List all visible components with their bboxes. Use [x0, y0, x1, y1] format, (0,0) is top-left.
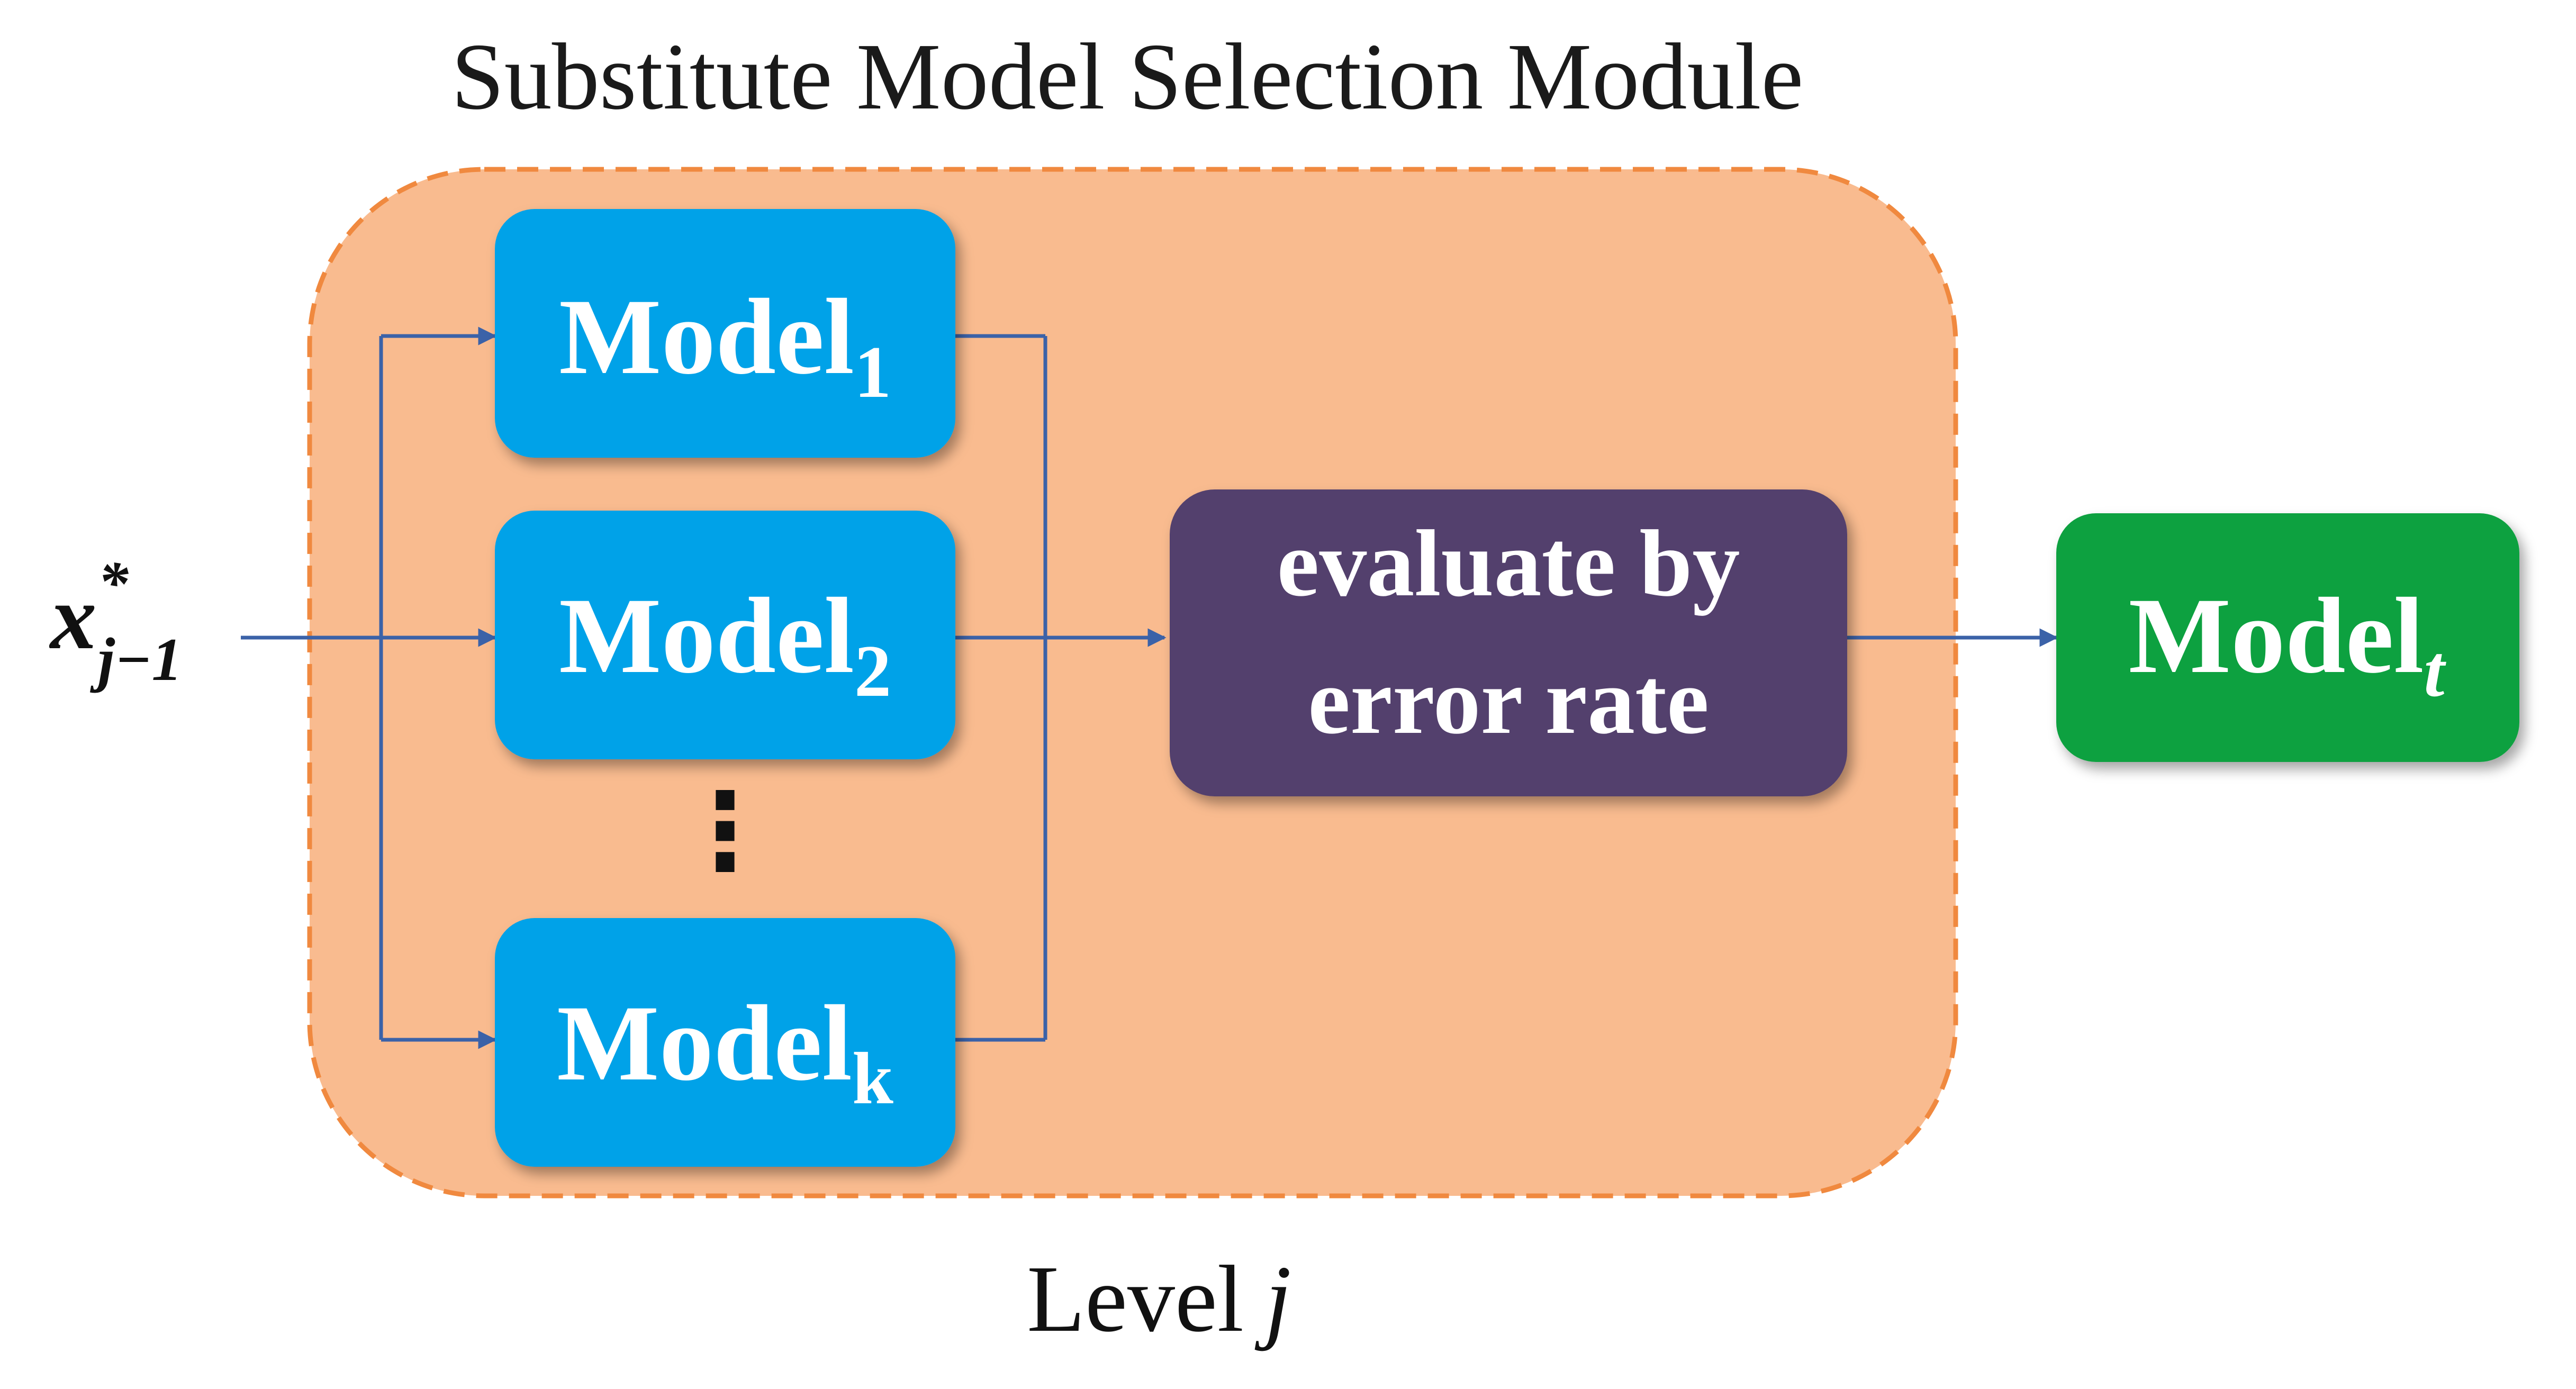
- evaluator-box: evaluate by error rate: [1170, 489, 1847, 796]
- connectors: [241, 326, 2058, 1049]
- output-model-box: Modelt: [2056, 513, 2519, 762]
- model-k-subscript: k: [852, 1038, 893, 1120]
- input-variable-subscript: j−1: [89, 626, 182, 693]
- svg-text:Modelk: Modelk: [557, 983, 893, 1120]
- module-title: Substitute Model Selection Module: [451, 24, 1804, 129]
- model-box-k: Modelk: [495, 918, 955, 1167]
- evaluator-line-1: evaluate by: [1277, 511, 1740, 616]
- model-2-subscript: 2: [854, 630, 891, 712]
- evaluator-line-2: error rate: [1308, 648, 1709, 753]
- model-2-label: Model: [559, 576, 854, 696]
- level-label-variable: j: [1254, 1246, 1291, 1351]
- output-model-subscript: t: [2424, 630, 2447, 712]
- model-k-label: Model: [557, 983, 852, 1103]
- model-box-1: Model1: [495, 209, 955, 458]
- svg-text:Model2: Model2: [559, 576, 891, 712]
- output-model-label: Model: [2129, 576, 2424, 696]
- svg-text:Modelt: Modelt: [2129, 576, 2447, 712]
- input-variable-superscript: *: [98, 549, 129, 616]
- model-box-2: Model2: [495, 511, 955, 759]
- level-label-prefix: Level: [1027, 1246, 1244, 1351]
- vertical-ellipsis: ⋮: [672, 770, 778, 893]
- model-1-label: Model: [559, 277, 854, 397]
- input-variable-base: x: [49, 566, 97, 668]
- model-1-subscript: 1: [854, 331, 891, 413]
- input-variable: x * j−1: [49, 549, 182, 693]
- svg-text:Model1: Model1: [559, 277, 891, 413]
